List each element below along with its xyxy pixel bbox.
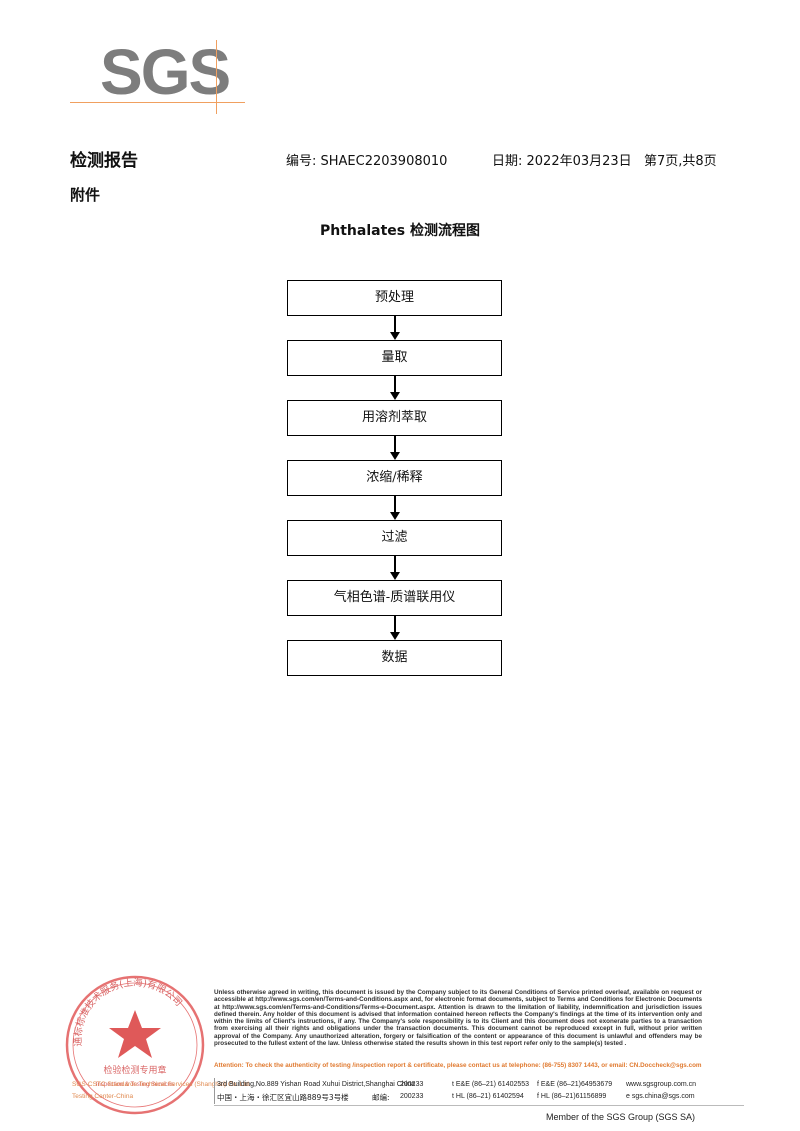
fax-en: f E&E (86–21)64953679: [537, 1081, 613, 1088]
report-number: 编号: SHAEC2203908010: [286, 154, 448, 169]
company-name-en: SGS-CSTC Standards Technical Services (S…: [72, 1081, 251, 1088]
flow-chart-title: Phthalates 检测流程图: [320, 223, 480, 239]
flow-arrow: [390, 376, 400, 400]
flow-step-gc-ms: 气相色谱-质谱联用仪: [287, 580, 502, 616]
sgs-logo: SGS: [70, 36, 245, 116]
report-date: 日期: 2022年03月23日: [492, 154, 632, 169]
zip-cn: 200233: [400, 1093, 424, 1100]
address-cn: 中国・上海・徐汇区宜山路889号3号楼: [217, 1093, 349, 1102]
footer-divider: [214, 1105, 744, 1106]
authenticity-notice: Attention: To check the authenticity of …: [214, 1062, 702, 1069]
address-en: 3rd Building,No.889 Yishan Road Xuhui Di…: [217, 1081, 416, 1088]
annex-label: 附件: [70, 186, 101, 204]
flow-arrow: [390, 496, 400, 520]
tel-cn: t HL (86–21) 61402594: [452, 1093, 524, 1100]
flow-arrow: [390, 316, 400, 340]
flow-step-filtration: 过滤: [287, 520, 502, 556]
flow-step-data: 数据: [287, 640, 502, 676]
flow-arrow: [390, 436, 400, 460]
zip-cn-label: 邮编:: [372, 1093, 390, 1102]
stamp-center-text: 检验检测专用章: [103, 1064, 166, 1076]
official-seal-stamp: 通标标准技术服务(上海)有限公司 检验检测专用章 Inspection & Te…: [65, 975, 205, 1115]
flow-step-measure: 量取: [287, 340, 502, 376]
sgs-member-notice: Member of the SGS Group (SGS SA): [546, 1112, 696, 1122]
logo-underline: [70, 102, 245, 103]
flow-step-solvent-extraction: 用溶剂萃取: [287, 400, 502, 436]
page-number: 第7页,共8页: [644, 154, 717, 169]
report-title: 检测报告: [70, 151, 138, 171]
footer-separator: [214, 1078, 215, 1104]
logo-text: SGS: [100, 36, 231, 108]
legal-disclaimer: Unless otherwise agreed in writing, this…: [214, 989, 702, 1048]
testing-center-label: Testing Center-China: [72, 1093, 134, 1100]
email-link[interactable]: e sgs.china@sgs.com: [626, 1093, 695, 1100]
flow-arrow: [390, 556, 400, 580]
logo-vertical-line: [216, 40, 217, 114]
tel-en: t E&E (86–21) 61402553: [452, 1081, 530, 1088]
website-link[interactable]: www.sgsgroup.com.cn: [626, 1081, 697, 1088]
fax-cn: f HL (86–21)61156899: [537, 1093, 607, 1100]
stamp-english-text: Inspection & Testing Services: [96, 1082, 174, 1088]
flow-arrow: [390, 616, 400, 640]
flow-step-concentrate-dilute: 浓缩/稀释: [287, 460, 502, 496]
zip-en: 200233: [400, 1081, 424, 1088]
flow-step-pretreatment: 预处理: [287, 280, 502, 316]
